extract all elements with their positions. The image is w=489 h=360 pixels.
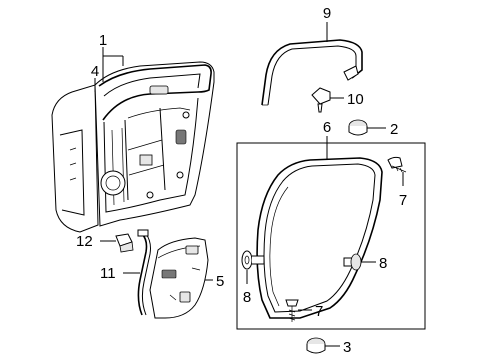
plug-2: [348, 119, 368, 136]
callout-5: 5: [216, 273, 224, 290]
screw-7-lower: [285, 299, 299, 322]
door-shell: [51, 61, 215, 233]
cable-11: [137, 229, 151, 316]
callout-8-left: 8: [243, 289, 251, 306]
callout-11: 11: [100, 265, 116, 282]
callout-10: 10: [347, 91, 364, 108]
callout-9: 9: [323, 5, 331, 22]
clip-12: [115, 233, 134, 253]
callout-1: 1: [99, 32, 107, 49]
detail-box: [236, 142, 426, 330]
plug-3: [306, 337, 326, 354]
callout-6: 6: [323, 119, 331, 136]
grommet-8-left: [241, 250, 265, 270]
grommet-8-right: [343, 253, 362, 271]
clip-10: [311, 87, 331, 113]
callout-3: 3: [343, 339, 351, 356]
callout-4: 4: [91, 63, 99, 80]
callout-8-right: 8: [379, 255, 387, 272]
service-hole-cover: [149, 237, 209, 319]
callout-12: 12: [76, 233, 93, 250]
leader-lines-1-4: [94, 47, 124, 92]
callout-7-lower: 7: [315, 303, 323, 320]
screw-7-upper: [387, 156, 407, 173]
callout-7-upper: 7: [399, 192, 407, 209]
door-opening-weatherstrip: [256, 157, 383, 319]
callout-2: 2: [390, 121, 398, 138]
door-frame-weatherstrip: [261, 39, 363, 106]
